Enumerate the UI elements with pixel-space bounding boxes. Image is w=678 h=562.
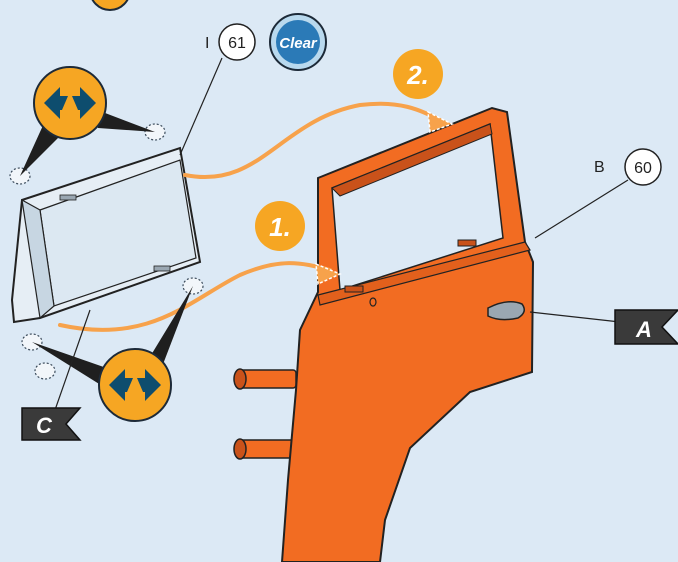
part-label-door: B 60 (594, 149, 661, 185)
svg-text:2.: 2. (406, 60, 429, 90)
svg-text:C: C (36, 413, 53, 438)
part-label-glass: I 61 (205, 24, 255, 60)
svg-text:60: 60 (634, 160, 652, 177)
svg-text:61: 61 (228, 35, 246, 52)
svg-text:I: I (205, 35, 209, 52)
window-glass (12, 148, 200, 322)
flag-marker-a: A (615, 310, 678, 344)
svg-text:B: B (594, 159, 605, 176)
step-badge-1: 1. (255, 201, 305, 251)
cropped-step-badge (90, 0, 130, 10)
svg-text:1.: 1. (269, 212, 291, 242)
door-panel (282, 108, 533, 562)
clear-parts-icon: Clear (270, 14, 326, 70)
svg-text:A: A (635, 317, 652, 342)
flag-marker-c: C (22, 408, 80, 440)
door-hinges (234, 369, 296, 459)
step-badge-2: 2. (393, 49, 443, 99)
svg-text:Clear: Clear (279, 35, 318, 52)
